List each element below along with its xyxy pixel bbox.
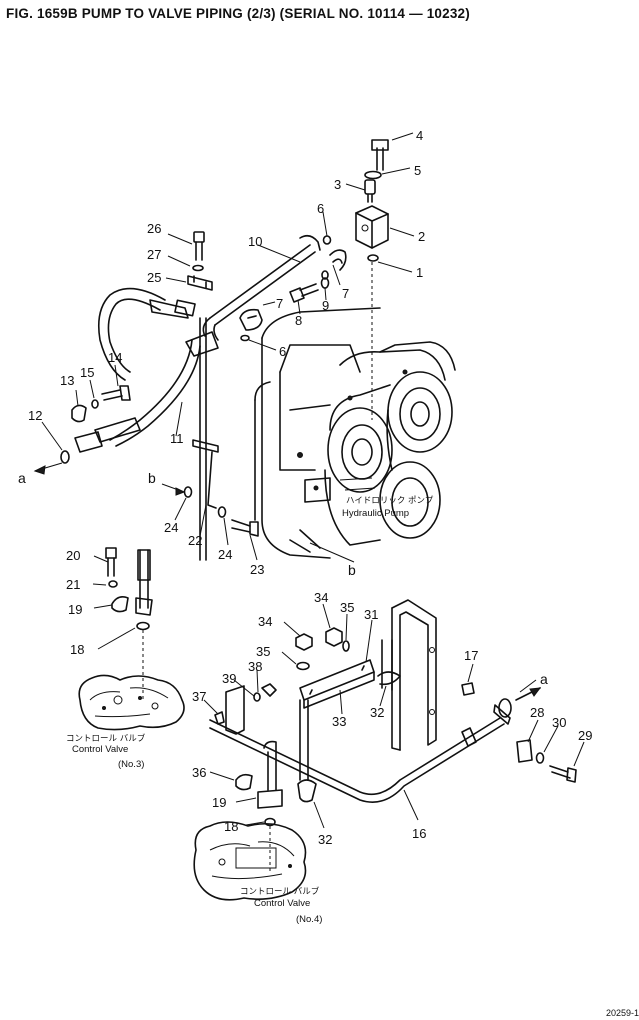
- part-number: 7: [342, 286, 349, 301]
- part-number: 8: [295, 313, 302, 328]
- part-number: 13: [60, 373, 74, 388]
- left-pipe-37: [214, 683, 277, 735]
- bolt-8: [289, 283, 319, 303]
- pump-label-en: Hydraulic Pump: [342, 508, 409, 519]
- part-number: 18: [70, 642, 84, 657]
- cv3-label-en: Control Valve: [72, 744, 128, 755]
- part-number: 5: [414, 163, 421, 178]
- part-number: 26: [147, 221, 161, 236]
- part-17: [461, 682, 475, 696]
- flange-7b: [239, 308, 263, 331]
- tube-to-cv4: [235, 740, 283, 872]
- cv4-label-en: Control Valve: [254, 898, 310, 909]
- part-number: 34: [314, 590, 328, 605]
- part-number: 21: [66, 577, 80, 592]
- part-number: 29: [578, 728, 592, 743]
- fitting-13-15: [71, 385, 131, 423]
- tube-to-cv3: [105, 547, 153, 700]
- part-number: 1: [416, 265, 423, 280]
- pump-block-2: [355, 139, 389, 420]
- pipe-22: [183, 317, 259, 561]
- ref-b-upper: b: [148, 470, 156, 486]
- part-number: 2: [418, 229, 425, 244]
- control-valve-4: [193, 821, 307, 901]
- arrow-a-left: [33, 465, 46, 475]
- part-number: 19: [68, 602, 82, 617]
- part-number: 24: [218, 547, 232, 562]
- hose-11: [74, 287, 219, 453]
- part-numbers: 4 5 3 6 2 1 10 7 9 8 7 6 26 27 25 14 15 …: [28, 128, 592, 847]
- pump-label-jp: ハイドロリック ポンプ: [346, 496, 434, 506]
- part-number: 35: [256, 644, 270, 659]
- part-number: 37: [192, 689, 206, 704]
- pipe-16: [209, 687, 541, 803]
- nuts-34-35: [295, 627, 350, 671]
- ref-b-lower: b: [348, 562, 356, 578]
- part-number: 38: [248, 659, 262, 674]
- part-number: 10: [248, 234, 262, 249]
- cv3-label-no: (No.3): [118, 759, 144, 770]
- part-number: 12: [28, 408, 42, 423]
- part-number: 34: [258, 614, 272, 629]
- part-number: 7: [276, 296, 283, 311]
- part-number: 25: [147, 270, 161, 285]
- pipe-10: [202, 234, 321, 341]
- figure-title: FIG. 1659B PUMP TO VALVE PIPING (2/3) (S…: [6, 6, 470, 21]
- part-number: 16: [412, 826, 426, 841]
- part-number: 28: [530, 705, 544, 720]
- part-number: 15: [80, 365, 94, 380]
- part-number: 9: [322, 298, 329, 313]
- ubolt-32a: [377, 639, 401, 691]
- part-number: 18: [224, 819, 238, 834]
- plate-31-33: [299, 659, 375, 709]
- part-number: 11: [170, 431, 184, 446]
- part-number: 33: [332, 714, 346, 729]
- leader-lines: [34, 132, 585, 829]
- bracket-25: [187, 231, 213, 291]
- hydraulic-pump: [254, 307, 456, 559]
- part-number: 36: [192, 765, 206, 780]
- control-valve-3: [78, 674, 185, 731]
- part-number: 30: [552, 715, 566, 730]
- fittings-28-30-29: [516, 739, 577, 783]
- cv4-label-no: (No.4): [296, 914, 322, 925]
- cv3-label-jp: コントロール バルブ: [66, 733, 146, 744]
- part-number: 6: [317, 201, 324, 216]
- elbow-7a: [329, 249, 347, 271]
- part-number: 3: [334, 177, 341, 192]
- part-number: 32: [318, 832, 332, 847]
- part-number: 19: [212, 795, 226, 810]
- part-number: 6: [279, 344, 286, 359]
- part-number: 20: [66, 548, 80, 563]
- part-number: 39: [222, 671, 236, 686]
- corner-code: 20259-1: [605, 1008, 639, 1018]
- part-number: 24: [164, 520, 178, 535]
- arrow-b-upper: [175, 487, 186, 496]
- part-number: 32: [370, 705, 384, 720]
- ref-a-left: a: [18, 470, 26, 486]
- ref-a-right: a: [540, 671, 548, 687]
- part-number: 31: [364, 607, 378, 622]
- part-number: 14: [108, 350, 122, 365]
- part-number: 35: [340, 600, 354, 615]
- part-number: 23: [250, 562, 264, 577]
- cv4-label-jp: コントロール バルブ: [240, 886, 320, 897]
- part-number: 17: [464, 648, 478, 663]
- part-number: 22: [188, 533, 202, 548]
- arrow-a-right: [529, 687, 542, 697]
- part-number: 4: [416, 128, 423, 143]
- vertical-pipe-lower: [297, 699, 317, 803]
- part-number: 27: [147, 247, 161, 262]
